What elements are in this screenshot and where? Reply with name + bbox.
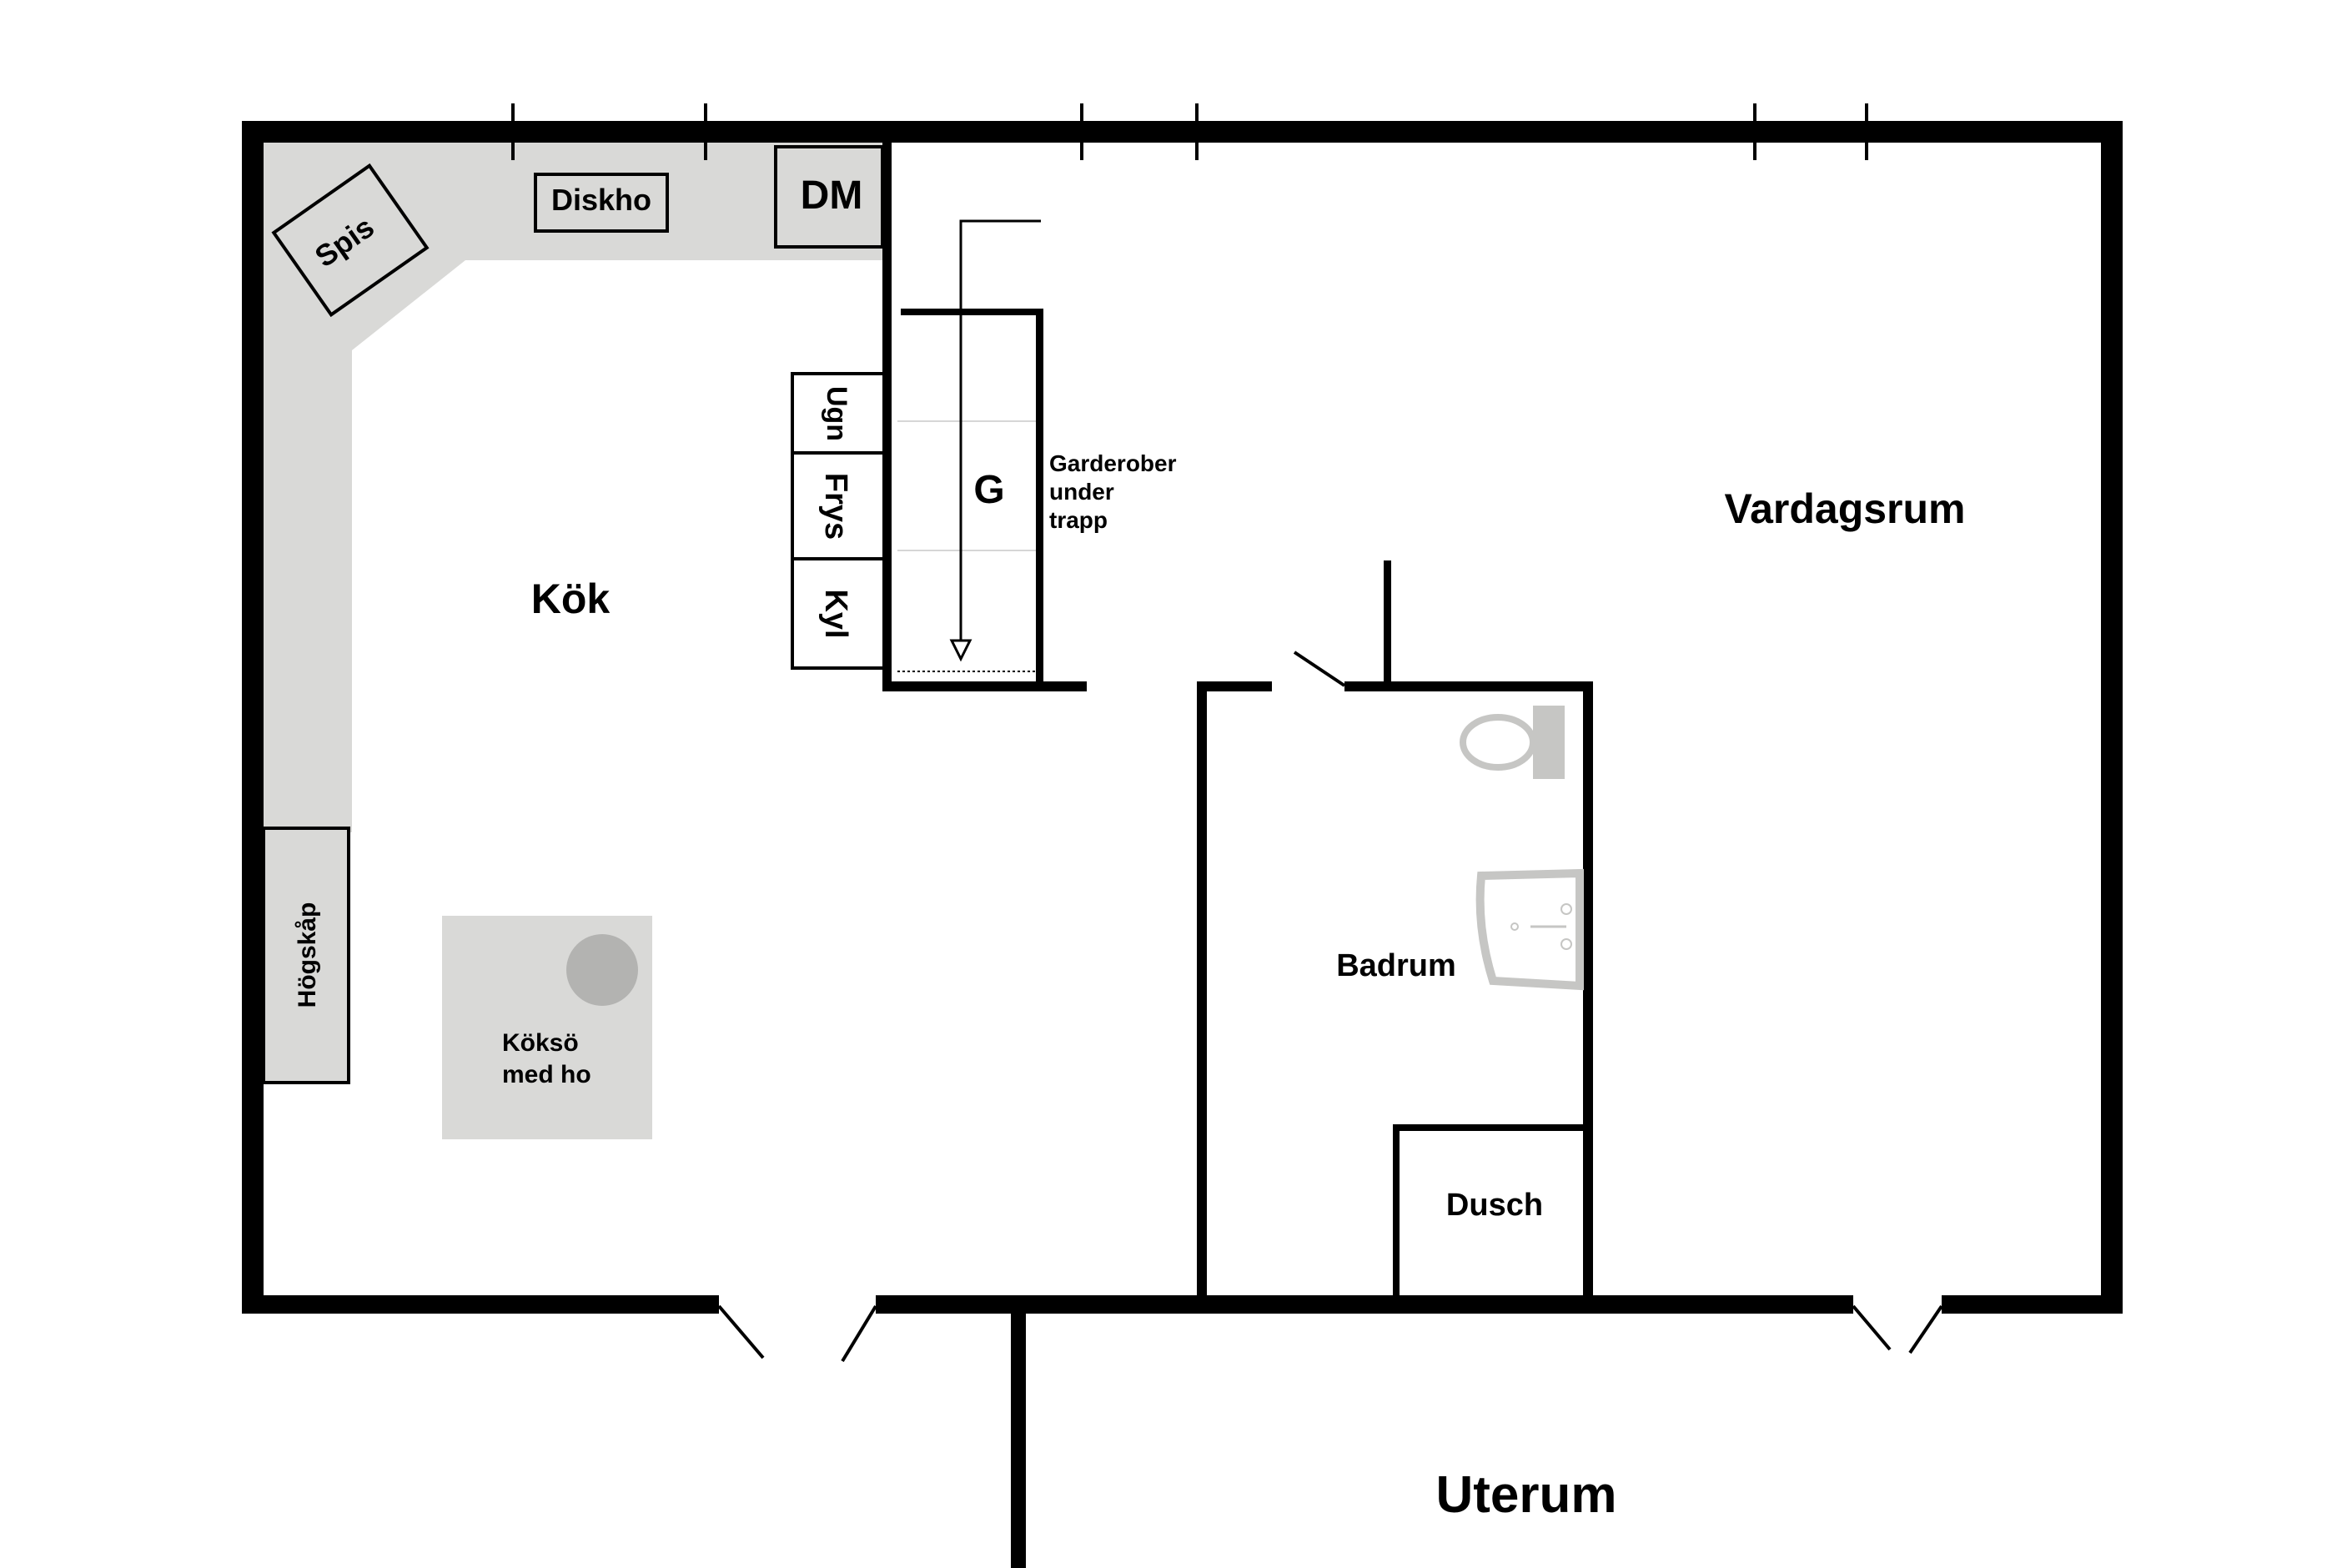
label-fridge: Kyl <box>818 589 853 638</box>
toilet-icon <box>1460 706 1565 779</box>
label-shower: Dusch <box>1446 1188 1543 1223</box>
window-marks <box>511 103 1868 160</box>
label-island-line2: med ho <box>502 1061 591 1088</box>
oven <box>791 372 886 455</box>
stair-arrow-icon <box>949 639 972 662</box>
bathroom-door-swing <box>1293 651 1346 687</box>
label-freezer: Frys <box>818 473 853 540</box>
label-living-room: Vardagsrum <box>1724 485 1965 532</box>
label-oven: Ugn <box>821 386 852 441</box>
label-tall-cabinet: Högskåp <box>294 902 321 1008</box>
label-sink: Diskho <box>551 183 651 217</box>
tall-cabinet <box>262 827 350 1084</box>
island-sink-icon <box>566 934 638 1006</box>
label-sunroom: Uterum <box>1435 1466 1616 1524</box>
label-kitchen: Kök <box>531 575 611 622</box>
interior-walls <box>882 121 1593 1299</box>
stair <box>897 219 1041 672</box>
label-island-line1: Köksö <box>502 1029 579 1057</box>
label-wardrobe-note-line3: trapp <box>1049 507 1108 533</box>
fridge <box>791 557 886 670</box>
freezer <box>791 451 886 560</box>
label-wardrobe-note-line2: under <box>1049 479 1114 505</box>
sink <box>534 173 669 233</box>
label-wardrobe-note-line1: Garderober <box>1049 450 1177 476</box>
exterior-walls <box>242 121 2123 1568</box>
stove <box>271 163 430 318</box>
label-bathroom: Badrum <box>1336 948 1456 983</box>
label-wardrobe: G <box>973 468 1004 512</box>
washbasin-icon <box>1475 868 1584 991</box>
label-dishwasher: DM <box>801 173 863 218</box>
door-swings <box>717 1304 1943 1363</box>
dishwasher <box>774 145 884 249</box>
